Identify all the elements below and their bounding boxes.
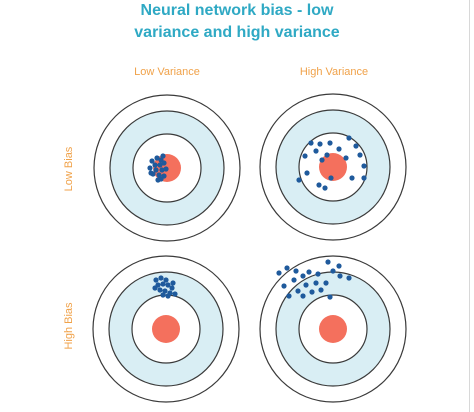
shot-scatter — [276, 259, 352, 300]
bullseye — [152, 315, 180, 343]
column-label-high-variance: High Variance — [299, 66, 369, 78]
target-low-bias-high-variance — [259, 93, 407, 241]
title-line-2: variance and high variance — [134, 24, 340, 41]
target-high-bias-low-variance — [92, 255, 240, 403]
bullseye — [319, 153, 347, 181]
bullseye — [319, 315, 347, 343]
shot-cluster — [152, 275, 178, 299]
shot-cluster — [147, 153, 169, 183]
shot-scatter — [296, 135, 367, 191]
title-line-1: Neural network bias - low — [140, 2, 334, 19]
column-label-low-variance: Low Variance — [134, 66, 200, 78]
target-low-bias-low-variance — [93, 94, 241, 242]
diagram-title: Neural network bias - low variance and h… — [0, 0, 474, 44]
edge-divider — [469, 0, 470, 412]
target-high-bias-high-variance — [259, 255, 407, 403]
